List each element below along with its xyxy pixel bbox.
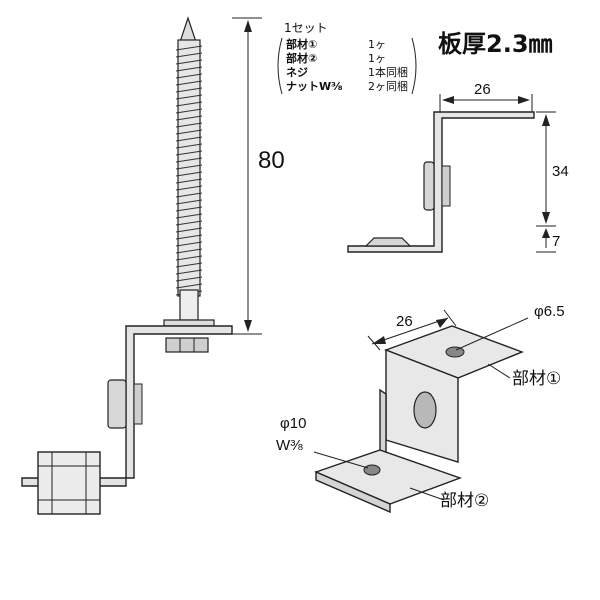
thread-line	[175, 276, 203, 282]
thread-line	[175, 171, 203, 177]
iso-width-label: 26	[396, 313, 413, 330]
thread-line	[175, 150, 203, 156]
thread-line	[175, 213, 203, 219]
thread-line	[175, 122, 203, 128]
spec-list: 1セット 部材① 1ヶ 部材② 1ヶ ネジ 1本同梱 ナットW⅜ 2ヶ同梱	[277, 21, 417, 95]
thread-line	[175, 178, 203, 184]
part1-label: 部材①	[512, 369, 561, 389]
height-main-label: 34	[552, 163, 569, 180]
thread-line	[175, 66, 203, 72]
thread-line	[175, 220, 203, 226]
thread-line	[175, 59, 203, 65]
part2-label: 部材②	[440, 491, 489, 511]
thread-line	[175, 45, 203, 51]
thread-line	[175, 206, 203, 212]
side-view-part: 26 34 7	[347, 81, 569, 253]
thickness-label: 板厚2.3㎜	[438, 30, 553, 58]
top-width-label: 26	[474, 81, 491, 98]
hole-large-label: φ10	[280, 415, 306, 432]
thread-line	[175, 52, 203, 58]
thread-line	[175, 269, 203, 275]
thread-line	[175, 94, 203, 100]
hole-small-label: φ6.5	[534, 303, 565, 320]
thread-line	[175, 143, 203, 149]
hole-large-thread-label: W⅜	[276, 437, 303, 454]
thread-line	[175, 185, 203, 191]
thread-line	[175, 192, 203, 198]
thread-line	[175, 234, 203, 240]
spec-item-2: 部材②	[286, 51, 317, 65]
spec-qty-2: 1ヶ	[368, 52, 386, 65]
thread-line	[175, 136, 203, 142]
thread-line	[175, 283, 203, 289]
spec-item-1: 部材①	[286, 37, 317, 51]
thread-line	[175, 108, 203, 114]
thread-line	[175, 255, 203, 261]
spec-qty-3: 1本同梱	[368, 65, 408, 79]
height-small-label: 7	[552, 233, 560, 250]
thread-line	[175, 101, 203, 107]
thread-line	[175, 199, 203, 205]
thread-line	[175, 73, 203, 79]
spec-item-3: ネジ	[286, 66, 308, 79]
spec-item-4: ナットW⅜	[286, 80, 343, 93]
thread-line	[175, 80, 203, 86]
spec-qty-1: 1ヶ	[368, 38, 386, 51]
thread-line	[175, 164, 203, 170]
thread-line	[175, 241, 203, 247]
spec-title: 1セット	[284, 21, 328, 35]
thread-line	[175, 129, 203, 135]
screw-length-dimension: 80	[232, 17, 285, 335]
thread-line	[175, 87, 203, 93]
spec-qty-4: 2ヶ同梱	[368, 79, 408, 93]
thread-line	[175, 262, 203, 268]
thread-line	[175, 115, 203, 121]
screw-length-label: 80	[258, 147, 285, 174]
thread-line	[175, 248, 203, 254]
screw-assembly	[21, 16, 233, 515]
thread-line	[175, 157, 203, 163]
thread-line	[175, 227, 203, 233]
isometric-view: 26 φ6.5 部材① φ10 W⅜ 部材②	[276, 303, 565, 514]
